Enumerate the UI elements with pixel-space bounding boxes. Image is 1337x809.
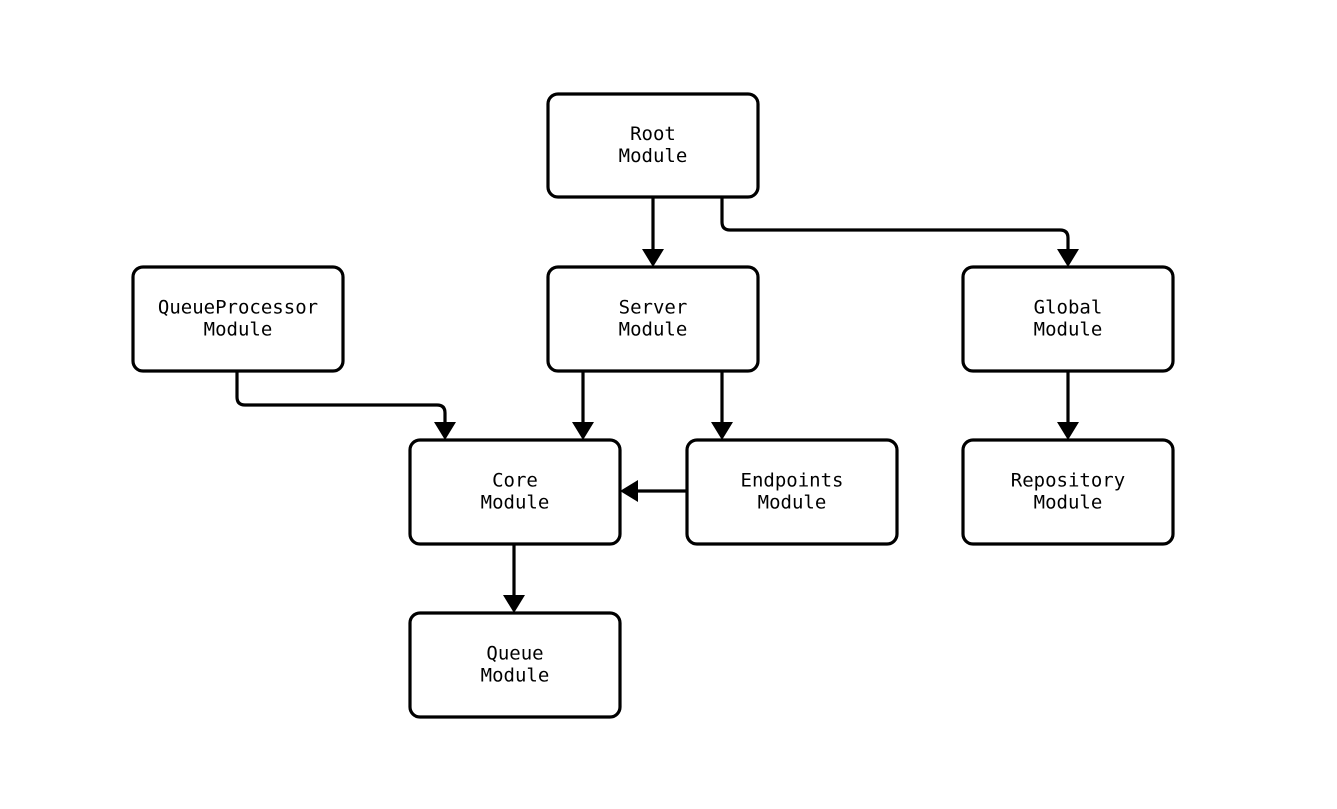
edge-server-to-core-arrowhead-icon	[572, 422, 594, 440]
server-module-node-label-line1: Server	[619, 297, 688, 319]
edge-queueprocessor-to-core	[235, 371, 456, 440]
repository-module-node-label-line2: Module	[1034, 492, 1103, 514]
root-module-node-box[interactable]	[546, 92, 760, 199]
queue-module-node-box[interactable]	[408, 611, 622, 719]
endpoints-module-node-label-line2: Module	[758, 492, 827, 514]
edge-global-to-repository	[1057, 371, 1079, 440]
queueprocessor-module-node-label-line2: Module	[204, 319, 273, 341]
global-module-node-box[interactable]	[961, 265, 1175, 373]
global-module-node-label-line2: Module	[1034, 319, 1103, 341]
core-module-node-box[interactable]	[408, 438, 622, 546]
core-module-node-label-line1: Core	[492, 470, 538, 492]
queueprocessor-module-node-label-line1: QueueProcessor	[158, 297, 318, 319]
core-module-node-label-line2: Module	[481, 492, 550, 514]
queue-module-node-label-line2: Module	[481, 665, 550, 687]
edge-server-to-core	[572, 371, 594, 440]
queueprocessor-module-node-box[interactable]	[131, 265, 345, 373]
edge-queueprocessor-to-core-arrowhead-icon	[434, 422, 456, 440]
endpoints-module-node-label-line1: Endpoints	[741, 470, 844, 492]
server-module-node-box[interactable]	[546, 265, 760, 373]
global-module-node-label-line1: Global	[1034, 297, 1103, 319]
edge-root-to-server	[642, 197, 664, 267]
nodes-layer: RootModuleQueueProcessorModuleServerModu…	[131, 92, 1175, 719]
edge-core-to-queue-arrowhead-icon	[503, 595, 525, 613]
root-module-node-label-line1: Root	[630, 123, 676, 145]
server-module-node-label-line2: Module	[619, 319, 688, 341]
edge-endpoints-to-core	[620, 480, 687, 502]
repository-module-node-label-line1: Repository	[1011, 470, 1125, 492]
edge-server-to-endpoints	[711, 371, 733, 440]
queue-module-node-label-line1: Queue	[486, 643, 543, 665]
edge-server-to-endpoints-arrowhead-icon	[711, 422, 733, 440]
edge-endpoints-to-core-arrowhead-icon	[620, 480, 638, 502]
edge-core-to-queue	[503, 544, 525, 613]
edges-layer	[235, 197, 1079, 613]
root-module-node-label-line2: Module	[619, 145, 688, 167]
edge-queueprocessor-to-core-line	[235, 371, 447, 422]
edge-root-to-global	[720, 197, 1079, 267]
edge-root-to-global-line	[720, 197, 1070, 249]
repository-module-node-box[interactable]	[961, 438, 1175, 546]
edge-root-to-global-arrowhead-icon	[1057, 249, 1079, 267]
edge-root-to-server-arrowhead-icon	[642, 249, 664, 267]
edge-global-to-repository-arrowhead-icon	[1057, 422, 1079, 440]
endpoints-module-node-box[interactable]	[685, 438, 899, 546]
